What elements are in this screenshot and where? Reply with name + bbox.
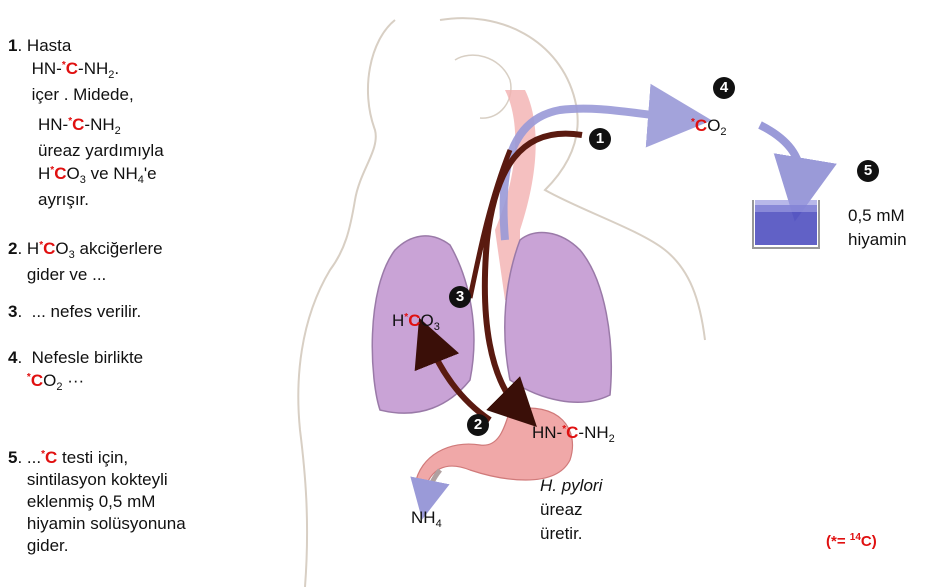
badge-5: 5 (857, 160, 879, 182)
co2-beaker-arrow (760, 125, 801, 190)
badge-2: 2 (467, 414, 489, 436)
step-2: 2. H*CO3 akciğerlere gider ve ... (8, 236, 163, 285)
badge-4: 4 (713, 77, 735, 99)
step-5: 5. ...*C testi için, sintilasyon kokteyl… (8, 444, 186, 557)
nh4-label: NH4 (411, 508, 442, 534)
beaker-label: 0,5 mM hiyamin (848, 204, 907, 252)
isotope-legend: (*= 14C) (826, 528, 877, 552)
step-3: 3. ... nefes verilir. (8, 302, 141, 322)
co2-label: *CO2 (691, 113, 727, 142)
hco3-label: H*CO3 (392, 308, 440, 337)
step-4: 4. Nefesle birlikte *CO2 ··· (8, 348, 143, 397)
right-lung (505, 233, 611, 403)
step-1: 1. Hasta HN-*C-NH2. içer . Midede, (8, 36, 134, 105)
badge-1: 1 (589, 128, 611, 150)
hpylori-label: H. pylori üreaz üretir. (540, 474, 602, 546)
urea-label: HN-*C-NH2 (532, 420, 615, 449)
badge-3: 3 (449, 286, 471, 308)
step-1-cont: HN-*C-NH2 üreaz yardımıyla H*CO3 ve NH4'… (38, 112, 164, 210)
